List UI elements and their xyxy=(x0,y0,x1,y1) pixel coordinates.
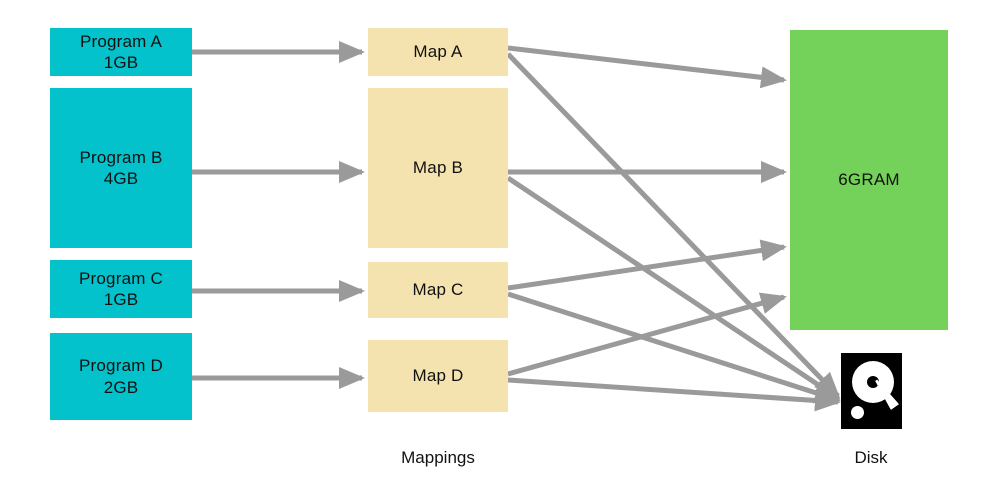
disk-hub-shape xyxy=(867,376,879,388)
edge-mapA-disk xyxy=(506,52,841,399)
program-b-size: 4GB xyxy=(103,169,139,188)
hard-disk-icon[interactable] xyxy=(841,353,902,429)
edge-mapC-ram xyxy=(507,239,787,291)
map-box-c[interactable]: Map C xyxy=(368,262,508,318)
program-d-size: 2GB xyxy=(103,377,139,397)
edge-mapA-ram xyxy=(507,45,787,89)
map-box-a[interactable]: Map A xyxy=(368,28,508,76)
program-a-name: Program A xyxy=(79,31,163,51)
mappings-caption: Mappings xyxy=(401,448,475,467)
map-a-label: Map A xyxy=(413,42,463,62)
edge-mapD-disk xyxy=(507,377,841,412)
map-b-label: Map B xyxy=(412,158,464,178)
program-c-size: 1GB xyxy=(103,290,139,309)
program-box-c[interactable]: Program C 1GB xyxy=(50,260,192,318)
map-box-b[interactable]: Map B xyxy=(368,88,508,248)
disk-caption: Disk xyxy=(854,448,888,467)
map-c-label: Map C xyxy=(412,280,464,300)
program-b-name: Program B xyxy=(79,147,163,167)
edge-mapB-disk xyxy=(506,175,841,401)
ram-label: 6GRAM xyxy=(838,170,900,190)
disk-indicator-dot xyxy=(851,406,864,419)
ram-box[interactable]: 6GRAM xyxy=(790,30,948,330)
edge-mapD-ram xyxy=(507,292,787,377)
program-a-size: 1GB xyxy=(103,53,139,72)
map-box-d[interactable]: Map D xyxy=(368,340,508,412)
map-d-label: Map D xyxy=(412,366,464,386)
program-box-a[interactable]: Program A 1GB xyxy=(50,28,192,76)
program-c-name: Program C xyxy=(79,268,163,288)
program-box-d[interactable]: Program D 2GB xyxy=(50,333,192,420)
program-box-b[interactable]: Program B 4GB xyxy=(50,88,192,248)
edge-mapC-disk xyxy=(507,291,841,404)
program-d-name: Program D xyxy=(79,356,163,376)
